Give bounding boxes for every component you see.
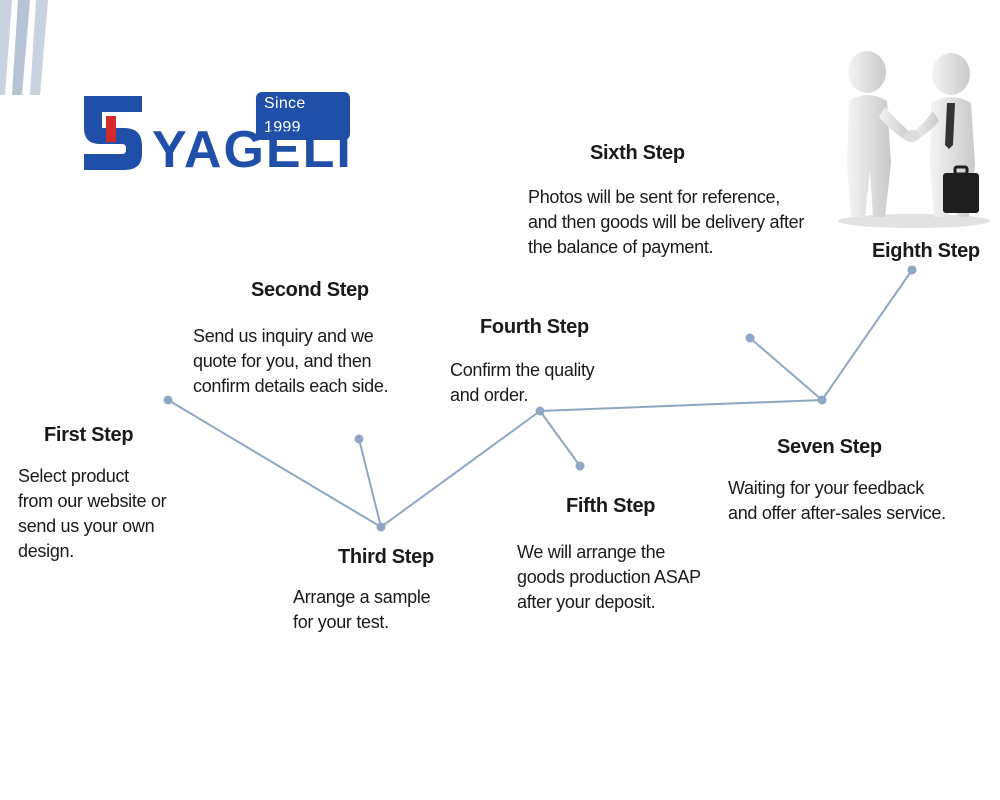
step-5-title: Fifth Step [566, 495, 656, 517]
connector-fourth-to-fifth [539, 410, 581, 467]
connector-third-to-fourth [380, 410, 541, 528]
logo-mark-icon [84, 96, 142, 170]
step-8-title: Eighth Step [872, 240, 980, 262]
logo-wordmark: YAGELI [152, 121, 353, 179]
corner-stripes-decoration [0, 0, 48, 95]
connector-sixth-to-seven [749, 337, 823, 401]
node-first-step [163, 395, 173, 405]
step-1-description: Select product from our website or send … [18, 466, 167, 561]
node-third-step [376, 522, 386, 532]
step-4-title: Fourth Step [480, 316, 589, 338]
node-eighth-step [907, 265, 917, 275]
connector-first-to-third [167, 399, 382, 528]
step-7-title: Seven Step [777, 436, 882, 458]
step-6-description: Photos will be sent for reference, and t… [528, 187, 805, 257]
node-sixth-step [745, 333, 755, 343]
step-4-description: Confirm the quality and order. [450, 360, 595, 405]
handshake-icon [838, 51, 990, 228]
step-6-title: Sixth Step [590, 142, 685, 164]
node-seven-step [817, 395, 827, 405]
connector-seven-to-eighth [821, 269, 913, 401]
node-fifth-step [575, 461, 585, 471]
step-2-description: Send us inquiry and we quote for you, an… [193, 326, 389, 396]
step-7-description: Waiting for your feedback and offer afte… [728, 478, 946, 523]
node-second-step [354, 434, 364, 444]
step-3-description: Arrange a sample for your test. [293, 587, 431, 632]
connector-second-to-third [358, 438, 382, 528]
step-1-title: First Step [44, 424, 134, 446]
connector-fourth-to-seven [539, 399, 823, 412]
company-logo: Since 1999 YAGELI [80, 88, 353, 179]
step-3-title: Third Step [338, 546, 434, 568]
step-2-title: Second Step [251, 279, 369, 301]
since-badge: Since 1999 [256, 92, 350, 140]
node-fourth-step [535, 406, 545, 416]
step-5-description: We will arrange the goods production ASA… [517, 542, 701, 612]
